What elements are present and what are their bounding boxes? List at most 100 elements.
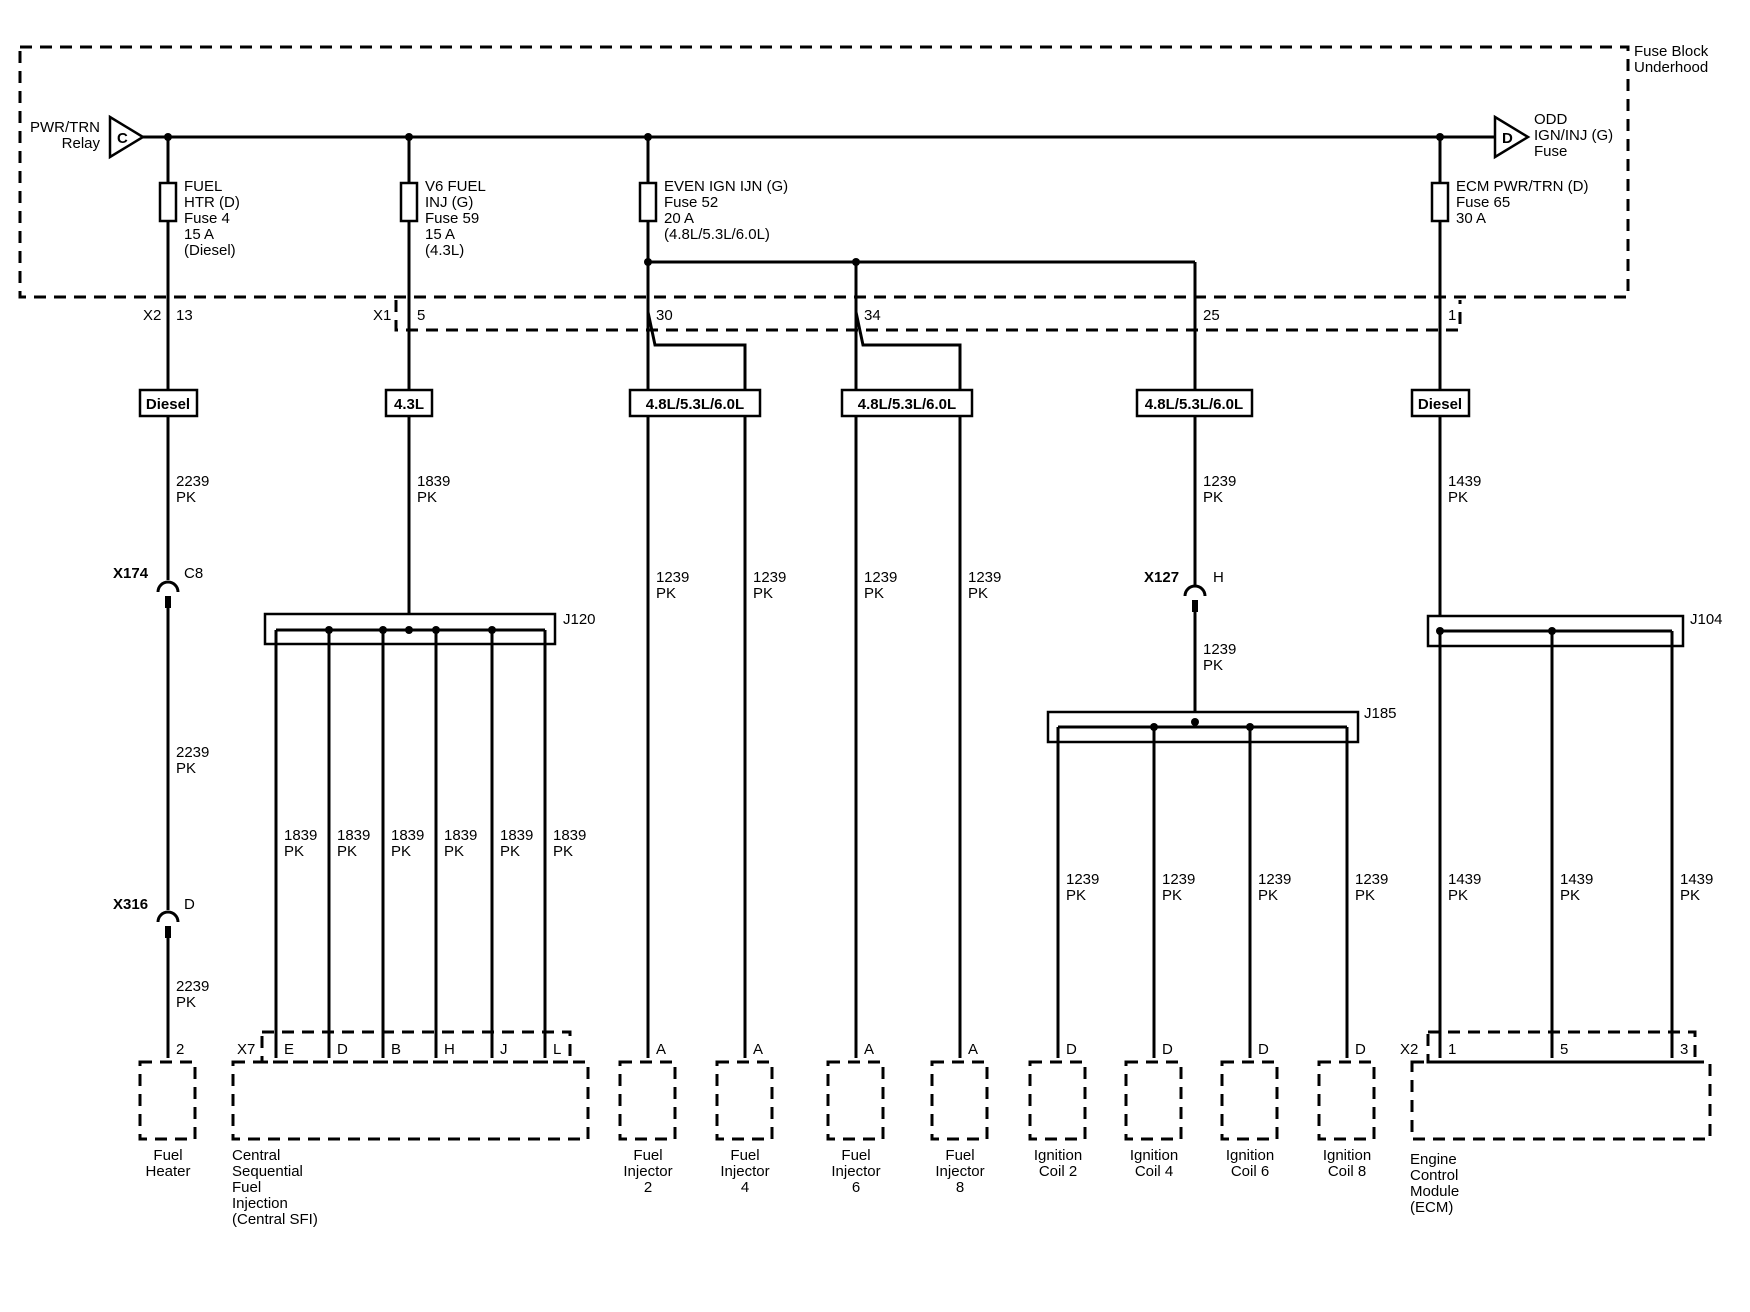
right-source-label-1: ODD [1534, 111, 1568, 128]
inj2-label-1: Fuel [633, 1147, 662, 1164]
inj2-label-3: 2 [644, 1179, 652, 1196]
ecm-component [1410, 1060, 1712, 1141]
fuel-heater-component [138, 1060, 197, 1141]
wire-1239-coil8: 1239 [1355, 871, 1388, 888]
wire-1839-feed: 1839 [417, 473, 450, 490]
wire-1839-h: 1839 [444, 827, 477, 844]
j120-junction [405, 626, 413, 634]
connector-x1-outline [394, 300, 1462, 332]
fuse-59-line-1: V6 FUEL [425, 178, 486, 195]
fuse-52-symbol [638, 181, 658, 223]
wire-1839-j: 1839 [500, 827, 533, 844]
fuse-65-line-3: 30 A [1456, 210, 1486, 227]
wire-pk-inj6: PK [864, 585, 884, 602]
coil-8-component [1317, 1060, 1376, 1141]
sfi-pin-e: E [284, 1041, 294, 1058]
wire-2239-b: 2239 [176, 744, 209, 761]
wire-1839-e: 1839 [284, 827, 317, 844]
coil4-label-1: Ignition [1130, 1147, 1178, 1164]
wire-2239-a: 2239 [176, 473, 209, 490]
x127-connector-icon [1183, 584, 1207, 597]
x316-connector-icon [156, 910, 180, 923]
connector-x7-outline [260, 1030, 572, 1064]
fuse-59-line-3: Fuse 59 [425, 210, 479, 227]
wire-1239-inj8: 1239 [968, 569, 1001, 586]
sfi-label-1: Central [232, 1147, 280, 1164]
ecm-label-2: Control [1410, 1167, 1458, 1184]
connector-x1-pin-5: 5 [417, 307, 425, 324]
wire-pk-inj4: PK [753, 585, 773, 602]
wire-pk-e: PK [284, 843, 304, 860]
fuse-block-outline [18, 45, 1630, 299]
inj4-pin: A [753, 1041, 763, 1058]
fuse-59-line-2: INJ (G) [425, 194, 473, 211]
coil4-pin: D [1162, 1041, 1173, 1058]
option-v8-b-label: 4.8L/5.3L/6.0L [858, 396, 956, 413]
wire-1239-coil6: 1239 [1258, 871, 1291, 888]
sfi-label-5: (Central SFI) [232, 1211, 318, 1228]
sfi-label-4: Injection [232, 1195, 288, 1212]
coil4-label-2: Coil 4 [1135, 1163, 1173, 1180]
splice-j120-label: J120 [563, 611, 596, 628]
inline-x127: X127 [1144, 569, 1179, 586]
fuse-65-symbol [1430, 181, 1450, 223]
coil2-label-2: Coil 2 [1039, 1163, 1077, 1180]
fuse-4-line-1: FUEL [184, 178, 222, 195]
fuse-65-line-2: Fuse 65 [1456, 194, 1510, 211]
wire-1239-inj4: 1239 [753, 569, 786, 586]
ecm-pin-3: 3 [1680, 1041, 1688, 1058]
injector-4-component [715, 1060, 774, 1141]
ecm-label-3: Module [1410, 1183, 1459, 1200]
coil2-pin: D [1066, 1041, 1077, 1058]
wire-pk-l: PK [553, 843, 573, 860]
left-source-label-2: Relay [62, 135, 101, 152]
left-source-arrow-icon [108, 114, 146, 160]
wire-pk-h: PK [444, 843, 464, 860]
coil8-pin: D [1355, 1041, 1366, 1058]
wire-1239-coilfeed: 1239 [1203, 473, 1236, 490]
inj8-label-1: Fuel [945, 1147, 974, 1164]
wire-pk-a: PK [176, 489, 196, 506]
inj6-label-1: Fuel [841, 1147, 870, 1164]
fuse-59-symbol [399, 181, 419, 223]
coil6-label-2: Coil 6 [1231, 1163, 1269, 1180]
ecm-pin-1: 1 [1448, 1041, 1456, 1058]
fuse-4-symbol [158, 181, 178, 223]
wire-1839-b: 1839 [391, 827, 424, 844]
fuse-52-line-2: Fuse 52 [664, 194, 718, 211]
fuse-65-line-1: ECM PWR/TRN (D) [1456, 178, 1588, 195]
inj2-label-2: Injector [623, 1163, 672, 1180]
right-source-label-2: IGN/INJ (G) [1534, 127, 1613, 144]
fuse-59-line-5: (4.3L) [425, 242, 464, 259]
fuse-4-line-3: Fuse 4 [184, 210, 230, 227]
sfi-label-3: Fuel [232, 1179, 261, 1196]
wire-1839-d: 1839 [337, 827, 370, 844]
wire-pk-c: PK [176, 994, 196, 1011]
sfi-pin-h: H [444, 1041, 455, 1058]
wire-1439-feed: 1439 [1448, 473, 1481, 490]
fuel-heater-label-1: Fuel [153, 1147, 182, 1164]
left-source-label-1: PWR/TRN [30, 119, 100, 136]
connector-x2-pin: 13 [176, 307, 193, 324]
central-sfi-component [231, 1060, 590, 1141]
coil8-label-1: Ignition [1323, 1147, 1371, 1164]
wire-pk-d: PK [337, 843, 357, 860]
x316-pin-icon [165, 926, 171, 938]
wire-pk-feed: PK [417, 489, 437, 506]
option-v8-a [628, 388, 762, 418]
injector-8-component [930, 1060, 989, 1141]
splice-j104-label: J104 [1690, 611, 1723, 628]
right-source-letter: D [1502, 130, 1513, 147]
inj8-label-3: 8 [956, 1179, 964, 1196]
inj4-label-3: 4 [741, 1179, 749, 1196]
wire-pk-b2: PK [391, 843, 411, 860]
coil6-label-1: Ignition [1226, 1147, 1274, 1164]
x174-connector-icon [156, 580, 180, 593]
wire-1239-coil2: 1239 [1066, 871, 1099, 888]
wire-1239-inj2: 1239 [656, 569, 689, 586]
j185-junction [1191, 718, 1199, 726]
wire-pk-coilfeed2: PK [1203, 657, 1223, 674]
inj8-pin: A [968, 1041, 978, 1058]
inj6-label-2: Injector [831, 1163, 880, 1180]
